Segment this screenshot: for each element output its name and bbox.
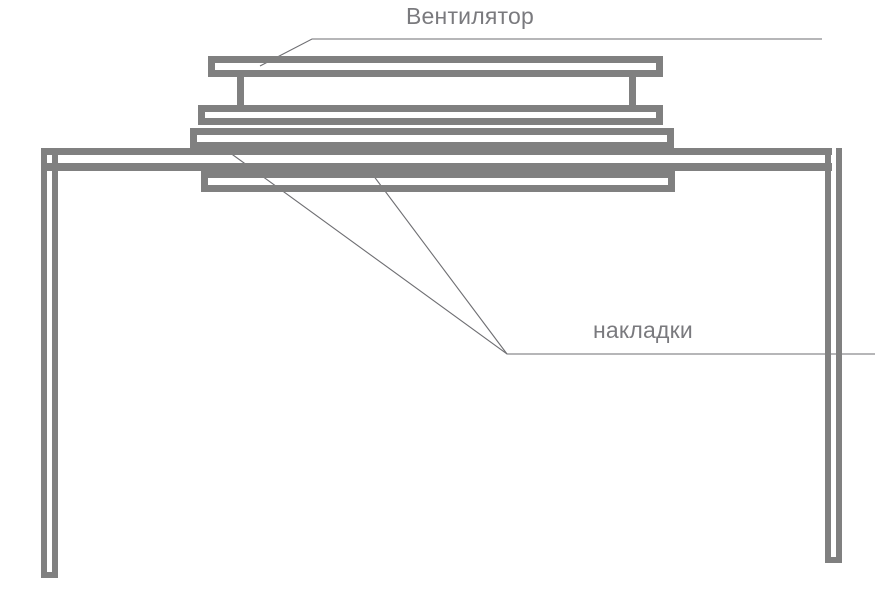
fan-assembly xyxy=(208,56,663,107)
label-fan: Вентилятор xyxy=(406,3,534,29)
plate-lower xyxy=(201,171,675,192)
post-left-inner-leg xyxy=(52,155,58,578)
mounting-plates-group xyxy=(190,105,675,192)
post-right xyxy=(825,148,842,563)
label-pads: накладки xyxy=(593,317,693,343)
post-left-foot xyxy=(41,572,58,578)
frame-posts-group xyxy=(41,148,842,578)
ceiling-rail-bottom xyxy=(42,163,832,171)
fan-leg-right xyxy=(629,76,636,107)
post-left xyxy=(41,148,58,578)
fan-leg-left xyxy=(237,76,244,107)
fan-top-plate xyxy=(208,56,663,77)
plate-middle xyxy=(190,128,674,149)
post-right-outer-leg xyxy=(825,148,831,563)
ceiling-rails-group xyxy=(42,148,832,171)
post-right-foot xyxy=(825,557,842,563)
ceiling-rail-top xyxy=(42,148,832,155)
plate-upper xyxy=(198,105,663,125)
pads-leader-line-lower xyxy=(372,174,508,355)
post-right-inner-leg xyxy=(836,148,842,563)
post-left-outer-leg xyxy=(41,148,47,578)
